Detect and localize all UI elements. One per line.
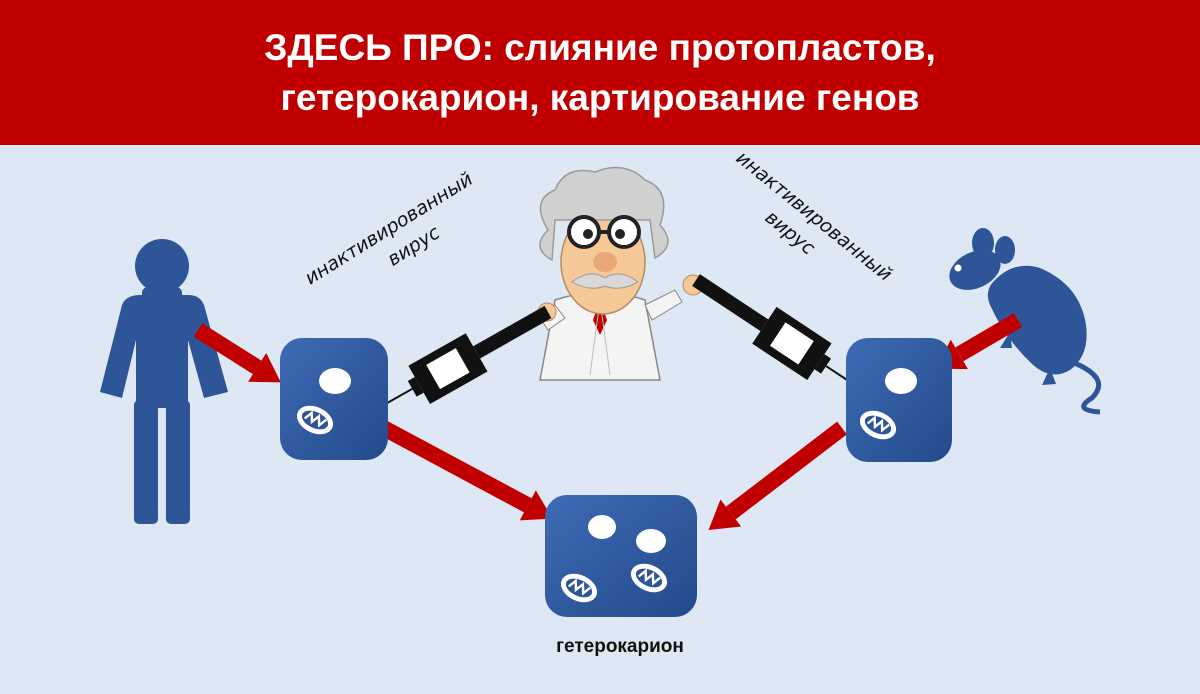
header-banner: ЗДЕСЬ ПРО: слияние протопластов, гетерок… [0, 0, 1200, 145]
label-right-virus: инактивированный вирус [732, 147, 896, 286]
mouse-icon [949, 228, 1102, 415]
label-left-virus: инактивированный вирус [301, 168, 477, 289]
human-cell [280, 338, 388, 460]
mouse-cell [846, 338, 952, 462]
arrow-right-cell-to-heterokaryon [708, 421, 847, 531]
header-title-line1: ЗДЕСЬ ПРО: слияние протопластов, [264, 26, 936, 68]
heterokaryon-cell [545, 495, 697, 617]
label-heterokaryon: гетерокарион [556, 636, 684, 657]
header-title-line2: гетерокарион, картирование генов [280, 76, 920, 118]
arrow-human-to-cell [193, 323, 281, 383]
arrow-left-cell-to-heterokaryon [374, 417, 553, 521]
human-silhouette-icon [100, 239, 228, 524]
label-right-virus-line1: инактивированный [732, 147, 896, 286]
label-left-virus-line1: инактивированный [301, 168, 477, 289]
scientist-icon [537, 166, 704, 381]
diagram-canvas: инактивированный вирус инактивированный … [100, 147, 1102, 657]
